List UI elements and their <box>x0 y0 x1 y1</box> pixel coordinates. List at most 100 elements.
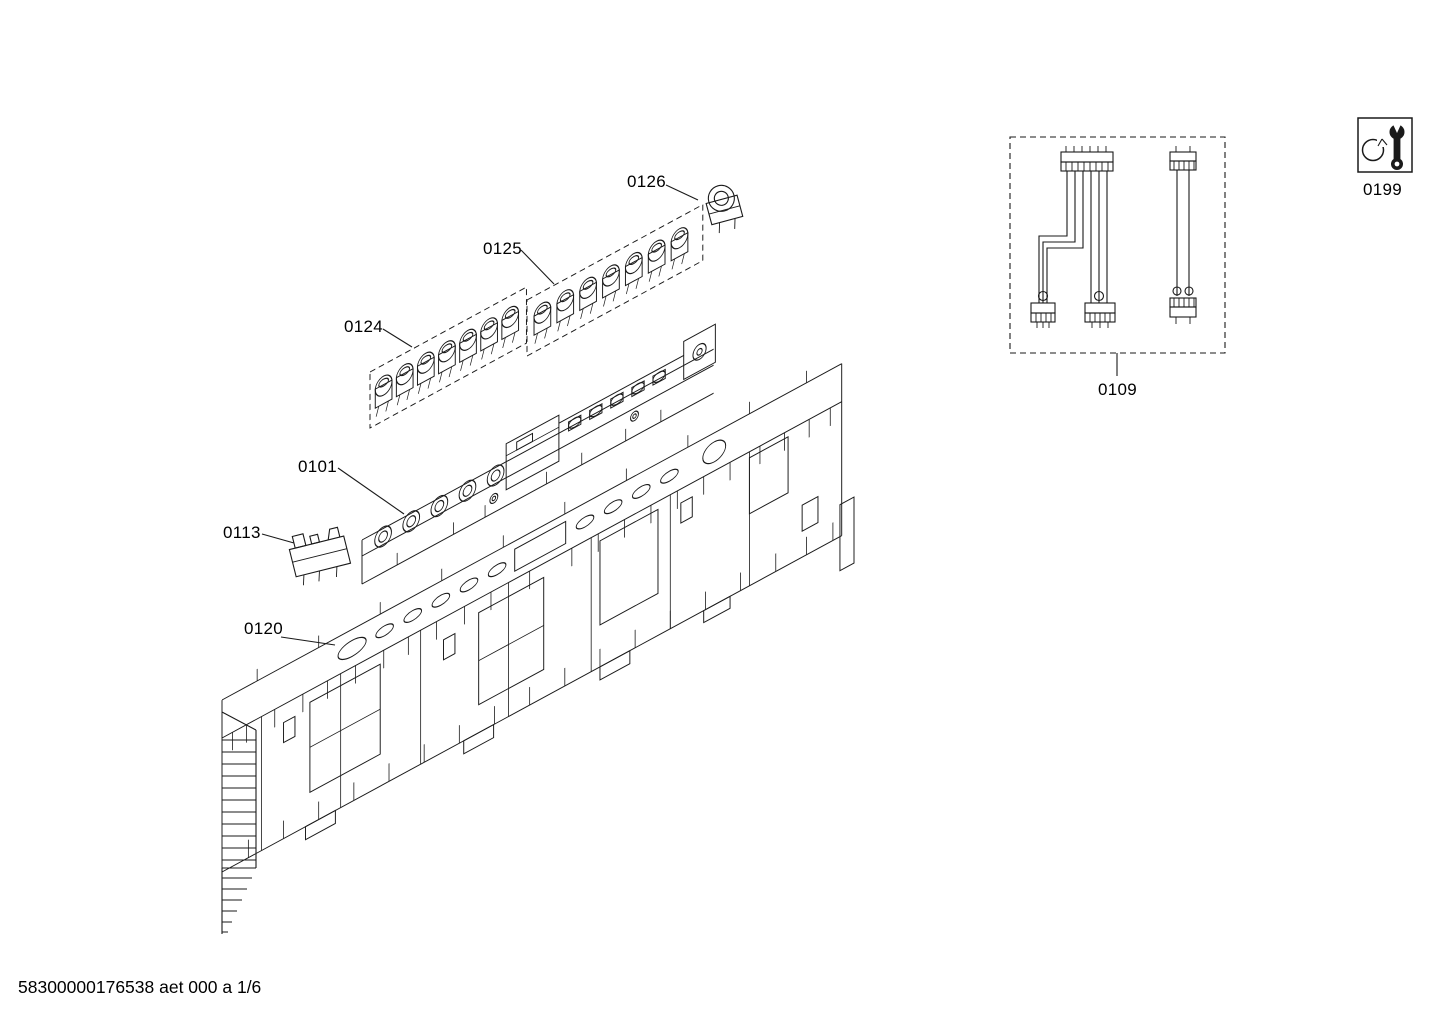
leader-line-0101 <box>337 467 405 515</box>
key-cap <box>579 276 597 299</box>
strip-end-block <box>683 323 716 381</box>
part-label-0126[interactable]: 0126 <box>627 172 667 191</box>
part-label-0199[interactable]: 0199 <box>1363 180 1403 199</box>
strip-key <box>402 510 421 533</box>
key-base <box>705 194 744 226</box>
leader-line-0120 <box>280 636 336 646</box>
strip-key <box>486 464 505 487</box>
strip-key <box>458 479 477 502</box>
part-label-0101[interactable]: 0101 <box>298 457 338 476</box>
strip-housing <box>505 414 560 491</box>
screw-boss-inner <box>632 413 637 419</box>
service-box-frame <box>1357 117 1413 173</box>
key-cap <box>533 301 552 324</box>
part-label-0113[interactable]: 0113 <box>223 523 261 542</box>
panel-inner-frame <box>748 435 789 515</box>
strip-key-top <box>462 484 473 497</box>
harness-connector <box>1169 160 1197 171</box>
key-cap <box>374 374 393 397</box>
strip-small-key <box>568 416 582 429</box>
harness-connector <box>1060 151 1114 163</box>
oval-cutout <box>431 592 451 608</box>
button-0126-drawing <box>705 184 744 234</box>
key-pins <box>375 332 516 417</box>
strip-key-top <box>406 515 417 528</box>
panel-latch <box>801 495 819 532</box>
harness-connector-pins <box>1035 313 1052 328</box>
part-label-0120[interactable]: 0120 <box>244 619 284 638</box>
wrench-nut-circle <box>1361 138 1385 162</box>
bracket-0113-drawing <box>288 526 352 586</box>
group-0109-outline <box>1009 136 1226 354</box>
oval-cutout <box>403 607 423 624</box>
strip-key <box>374 525 392 548</box>
strip-bottom-edge <box>362 392 714 585</box>
panel-slot <box>443 632 456 661</box>
panel-inner-frame <box>599 508 659 626</box>
bracket-post <box>309 533 321 545</box>
key-cap <box>438 340 456 363</box>
strip-end-window <box>692 342 707 361</box>
panel-mount-tab <box>463 723 495 755</box>
harness-connector-pins <box>1173 298 1195 324</box>
key-cap <box>707 184 735 212</box>
strip-small-key <box>652 370 666 383</box>
key-cap-top <box>483 320 495 331</box>
strip-key-top <box>434 499 445 513</box>
harness-grommet <box>1093 290 1105 302</box>
wire-harness-0109-drawing <box>1009 136 1226 376</box>
wrench-jaw-opening <box>1391 121 1403 133</box>
group-0125-outline <box>526 203 704 357</box>
bracket-arm <box>327 526 341 540</box>
wrench-ring-hole <box>1394 161 1400 167</box>
key-base <box>438 344 456 375</box>
harness-connector <box>1084 302 1116 314</box>
strip-small-key <box>589 404 603 418</box>
key-cap-top <box>504 308 516 319</box>
key-base <box>647 244 666 274</box>
panel-rear-clips <box>256 370 807 682</box>
panel-left-endcap-drawing <box>221 711 257 934</box>
button-strip-0101-drawing <box>361 323 716 585</box>
key-base <box>624 256 643 287</box>
part-label-0125[interactable]: 0125 <box>483 239 523 258</box>
button-row-0124-drawing <box>369 286 527 429</box>
strip-small-key <box>631 382 645 395</box>
strip-back-edge <box>362 348 714 541</box>
oval-cutout <box>632 483 651 499</box>
key-base <box>670 231 689 262</box>
key-base <box>416 356 435 387</box>
harness-connector-pins <box>1089 313 1111 328</box>
endcap-staircase <box>221 868 252 934</box>
key-base <box>579 281 597 312</box>
leader-line-0125 <box>520 249 555 285</box>
wrench-nut-notch <box>1377 138 1386 147</box>
key-base <box>556 293 575 324</box>
leader-line-0124 <box>382 328 413 348</box>
key-cap <box>670 227 689 250</box>
key-base <box>374 379 393 409</box>
part-label-0109[interactable]: 0109 <box>1098 380 1138 399</box>
harness-connector <box>1169 151 1197 162</box>
panel-slot <box>680 495 693 524</box>
panel-front-clips-top <box>232 407 831 751</box>
strip-small-key <box>610 393 624 406</box>
round-cutout <box>702 439 727 465</box>
harness-connector <box>1030 302 1056 314</box>
key-cap <box>556 289 575 312</box>
screw-boss <box>489 492 499 505</box>
strip-top-edge <box>362 364 714 557</box>
wrench-handle <box>1393 137 1401 160</box>
key-cap-top <box>441 343 453 354</box>
document-id: 58300000176538 aet 000 a 1/6 <box>18 977 262 997</box>
key-cap <box>416 351 435 374</box>
bracket-body-line <box>292 548 347 563</box>
panel-section-dividers <box>261 451 750 851</box>
key-cap-top <box>674 230 685 241</box>
group-0124-outline <box>369 286 527 429</box>
harness-connector-pins <box>1173 146 1195 170</box>
harness-wire <box>1038 171 1068 303</box>
wrench-icon <box>1361 121 1405 170</box>
part-label-0124[interactable]: 0124 <box>344 317 384 336</box>
